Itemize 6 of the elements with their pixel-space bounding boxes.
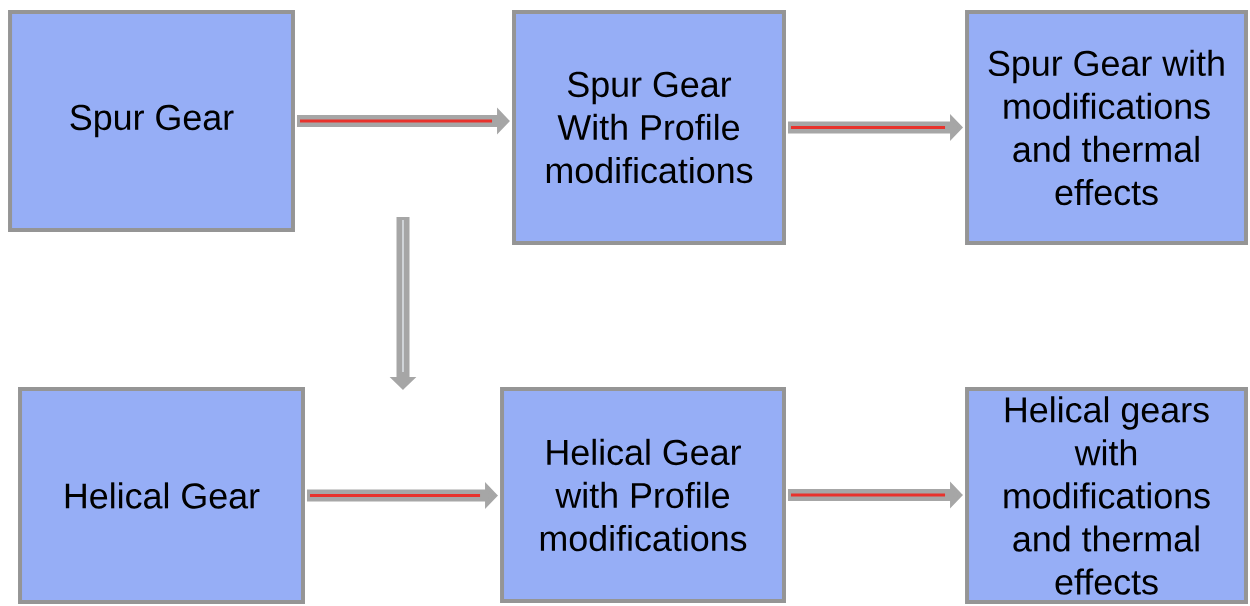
process-box: Spur Gear with modifications and thermal effects xyxy=(965,10,1248,245)
process-box: Helical Gear with Profile modifications xyxy=(500,387,786,603)
process-box: Helical Gear xyxy=(18,387,305,604)
process-box: Helical gears with modifications and thermal effects xyxy=(965,387,1248,604)
process-box: Spur Gear xyxy=(8,10,295,232)
process-box: Spur Gear With Profile modifications xyxy=(512,10,786,245)
